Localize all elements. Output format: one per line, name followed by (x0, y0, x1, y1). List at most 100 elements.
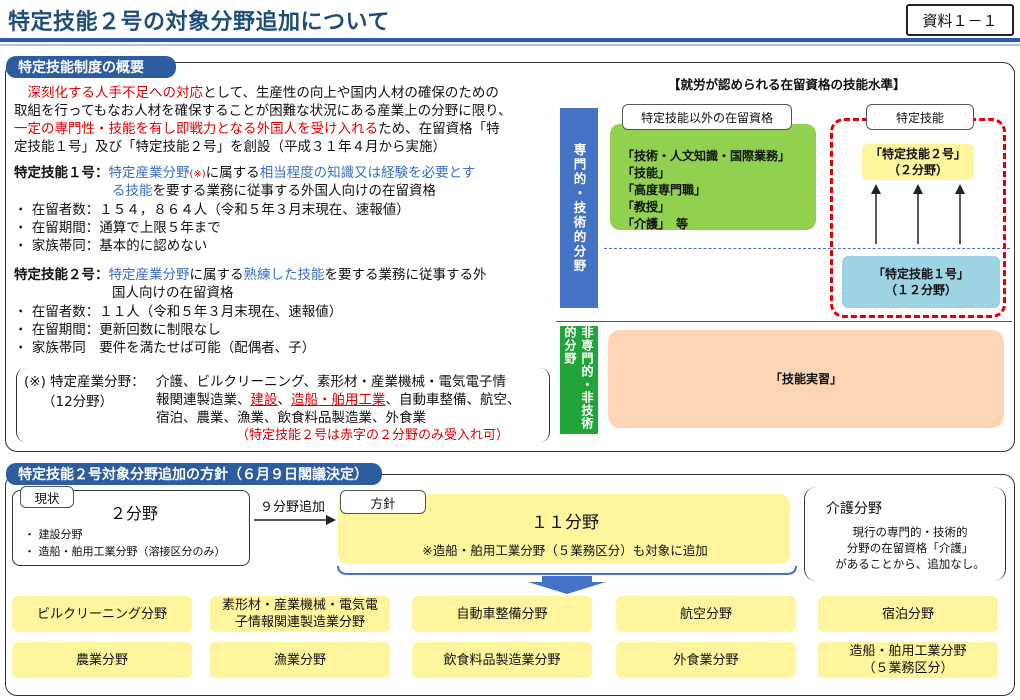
vbar-professional-label: 専門的・技術的分野 (571, 142, 587, 274)
field-label: 自動車整備分野 (456, 606, 548, 622)
field-cell: 航空分野 (616, 596, 796, 632)
ssw2-count: （２分野） (887, 163, 948, 177)
plan-label: 方針 (340, 490, 426, 514)
skill2-line2: 国人向けの在留資格 (112, 285, 234, 301)
ssw2-box: 「特定技能２号」 （２分野） (862, 144, 974, 180)
skill1-line1: 特定技能１号：特定産業分野(※)に属する相当程度の知識又は経験を必要とす (14, 164, 475, 184)
vbar-nonprofessional-label: 非専門的・非技術的分野 (563, 326, 594, 430)
skill1-field: 特定産業分野 (108, 165, 190, 181)
note-box (16, 368, 550, 442)
field-cell: 造船・舶用工業分野（５業務区分） (818, 642, 998, 678)
add-label: ９分野追加 (260, 500, 326, 515)
trainee-label: 「技能実習」 (769, 372, 842, 386)
note-line: 宿泊、農業、漁業、飲食料品製造業、外食業 (156, 410, 426, 426)
intro-line: 定技能１号」及び「特定技能２号」を創設（平成３１年４月から実施） (14, 138, 554, 156)
field-label: 宿泊分野 (881, 606, 934, 622)
skill1-text2: を要する業務に従事する外国人向けの在留資格 (152, 183, 437, 199)
current-label: 現状 (20, 486, 74, 508)
field-cell: 素形材・産業機械・電気電子情報関連製造業分野 (210, 596, 390, 632)
plan-value: １１分野 (531, 513, 599, 533)
field-label: 素形材・産業機械・電気電 (221, 598, 378, 613)
document-reference: 資料１－１ (906, 4, 1014, 36)
other-status-item: 「教授」 (622, 200, 671, 214)
field-cell: 農業分野 (12, 642, 192, 678)
care-text-line: 分野の在留資格「介護」 (846, 541, 974, 555)
current-item: ・ 建設分野 (24, 528, 83, 541)
other-status-label: 特定技能以外の在留資格 (622, 104, 792, 130)
intro-text: 取組を行ってもなお人材を確保することが困難な状況にある産業上の分野に限り、 (14, 103, 512, 119)
vbar-professional: 専門的・技術的分野 (560, 108, 598, 308)
intro-line: 一定の専門性・技能を有し即戦力となる外国人を受け入れるため、在留資格「特 (14, 120, 554, 138)
other-status-items: 「技術・人文知識・国際業務」 「技能」 「高度専門職」 「教授」 「介護」 等 (622, 148, 790, 233)
skill1-text: に属する (205, 165, 260, 181)
overview-intro: 深刻化する人手不足への対応として、生産性の向上や国内人材の確保のための取組を行っ… (14, 84, 554, 156)
note-text: 、 (277, 392, 292, 408)
ssw-arrows (871, 184, 965, 244)
field-label: 農業分野 (75, 652, 128, 668)
intro-text: ため、在留資格「特 (378, 121, 500, 137)
skill2-bullet: ・ 家族帯同 要件を満たせば可能（配偶者、子） (14, 340, 316, 356)
intro-line: 取組を行ってもなお人材を確保することが困難な状況にある産業上の分野に限り、 (14, 102, 554, 120)
note-red-line: （特定技能２号は赤字の２分野のみ受入れ可） (236, 428, 510, 443)
ssw1-box: 「特定技能１号」 （１２分野） (842, 256, 1000, 308)
other-status-item: 「技術・人文知識・国際業務」 (622, 149, 791, 163)
field-cell: 宿泊分野 (818, 596, 998, 632)
care-text-line: 現行の専門的・技術的 (852, 525, 968, 539)
page-title: 特定技能２号の対象分野追加について (8, 10, 390, 35)
field-label: （５業務区分） (862, 661, 954, 676)
plan-note: ※造船・舶用工業分野（５業務区分）も対象に追加 (422, 543, 708, 558)
title-rule-thin (0, 44, 1020, 46)
current-box (12, 490, 250, 566)
care-text-line: があることから、追加なし。 (835, 557, 985, 571)
expand-bracket (337, 565, 797, 594)
other-status-item: 「高度専門職」 (622, 183, 707, 197)
note-line: 報関連製造業、建設、造船・舶用工業、自動車整備、航空、 (156, 391, 521, 409)
skill2-bullet: ・ 在留期間：更新回数に制限なし (14, 322, 221, 338)
field-cell: 飲食料品製造業分野 (412, 642, 592, 678)
intro-highlight: 一定の専門性・技能を有し即戦力となる外国人を受け入れる (14, 121, 379, 137)
field-label: 漁業分野 (273, 652, 326, 668)
note-mark: (※) 特定産業分野： (24, 374, 145, 390)
note-line: 介護、ビルクリーニング、素形材・産業機械・電気電子情 (156, 374, 507, 390)
other-status-box (610, 124, 816, 230)
skill1-label: 特定技能１号： (14, 165, 109, 181)
care-text: 現行の専門的・技術的 分野の在留資格「介護」 があることから、追加なし。 (820, 524, 1000, 572)
field-cell: 外食業分野 (616, 642, 796, 678)
skill1-bullet: ・ 在留者数：１５４，８６４人（令和５年３月末現在、速報値） (14, 202, 410, 218)
ssw2-title: 「特定技能２号」 (869, 147, 966, 161)
intro-text: 定技能１号」及び「特定技能２号」を創設（平成３１年４月から実施） (14, 139, 446, 155)
field-cell: 自動車整備分野 (412, 596, 592, 632)
note-construction: 建設 (250, 392, 278, 408)
skill2-skill: 熟練した技能 (243, 267, 325, 283)
skill1-knowledge: 相当程度の知識又は経験を必要とす (259, 165, 476, 181)
skill1-mark: (※) (189, 169, 206, 180)
field-cell: ビルクリーニング分野 (12, 596, 192, 632)
note-text: 、自動車整備、航空、 (385, 392, 521, 408)
skill1-skill: る技能 (112, 183, 153, 199)
current-item: ・ 造船・舶用工業分野（溶接区分のみ） (24, 545, 226, 558)
skill2-text: に属する (189, 267, 244, 283)
field-cell: 漁業分野 (210, 642, 390, 678)
care-box (804, 487, 1006, 581)
intro-line: 深刻化する人手不足への対応として、生産性の向上や国内人材の確保のための (14, 84, 554, 102)
ssw1-title: 「特定技能１号」 (872, 267, 969, 281)
field-label: 飲食料品製造業分野 (443, 652, 561, 668)
skill2-text2: を要する業務に従事する外 (324, 267, 487, 283)
other-status-item: 「介護」 等 (622, 217, 689, 231)
vbar-nonprofessional: 非専門的・非技術的分野 (560, 326, 598, 434)
ssw-label: 特定技能 (866, 104, 974, 130)
skill1-bullet: ・ 在留期間：通算で上限５年まで (14, 220, 221, 236)
field-grid: ビルクリーニング分野 素形材・産業機械・電気電子情報関連製造業分野 自動車整備分… (12, 596, 1002, 690)
trainee-box: 「技能実習」 (608, 330, 1004, 428)
skill2-bullet: ・ 在留者数：１１人（令和５年３月末現在、速報値） (14, 304, 343, 320)
note-count: （12分野） (42, 394, 114, 410)
current-value: ２分野 (110, 504, 159, 523)
skill2-field: 特定産業分野 (108, 267, 190, 283)
skill1-line2: る技能を要する業務に従事する外国人向けの在留資格 (112, 182, 436, 200)
policy-header: 特定技能２号対象分野追加の方針（６月９日閣議決定） (6, 463, 382, 485)
other-status-item: 「技能」 (622, 166, 671, 180)
ssw1-count: （１２分野） (884, 283, 957, 297)
overview-header: 特定技能制度の概要 (6, 56, 176, 78)
field-label: ビルクリーニング分野 (36, 606, 167, 622)
diagram-title: 【就労が認められる在留資格の技能水準】 (668, 77, 906, 92)
